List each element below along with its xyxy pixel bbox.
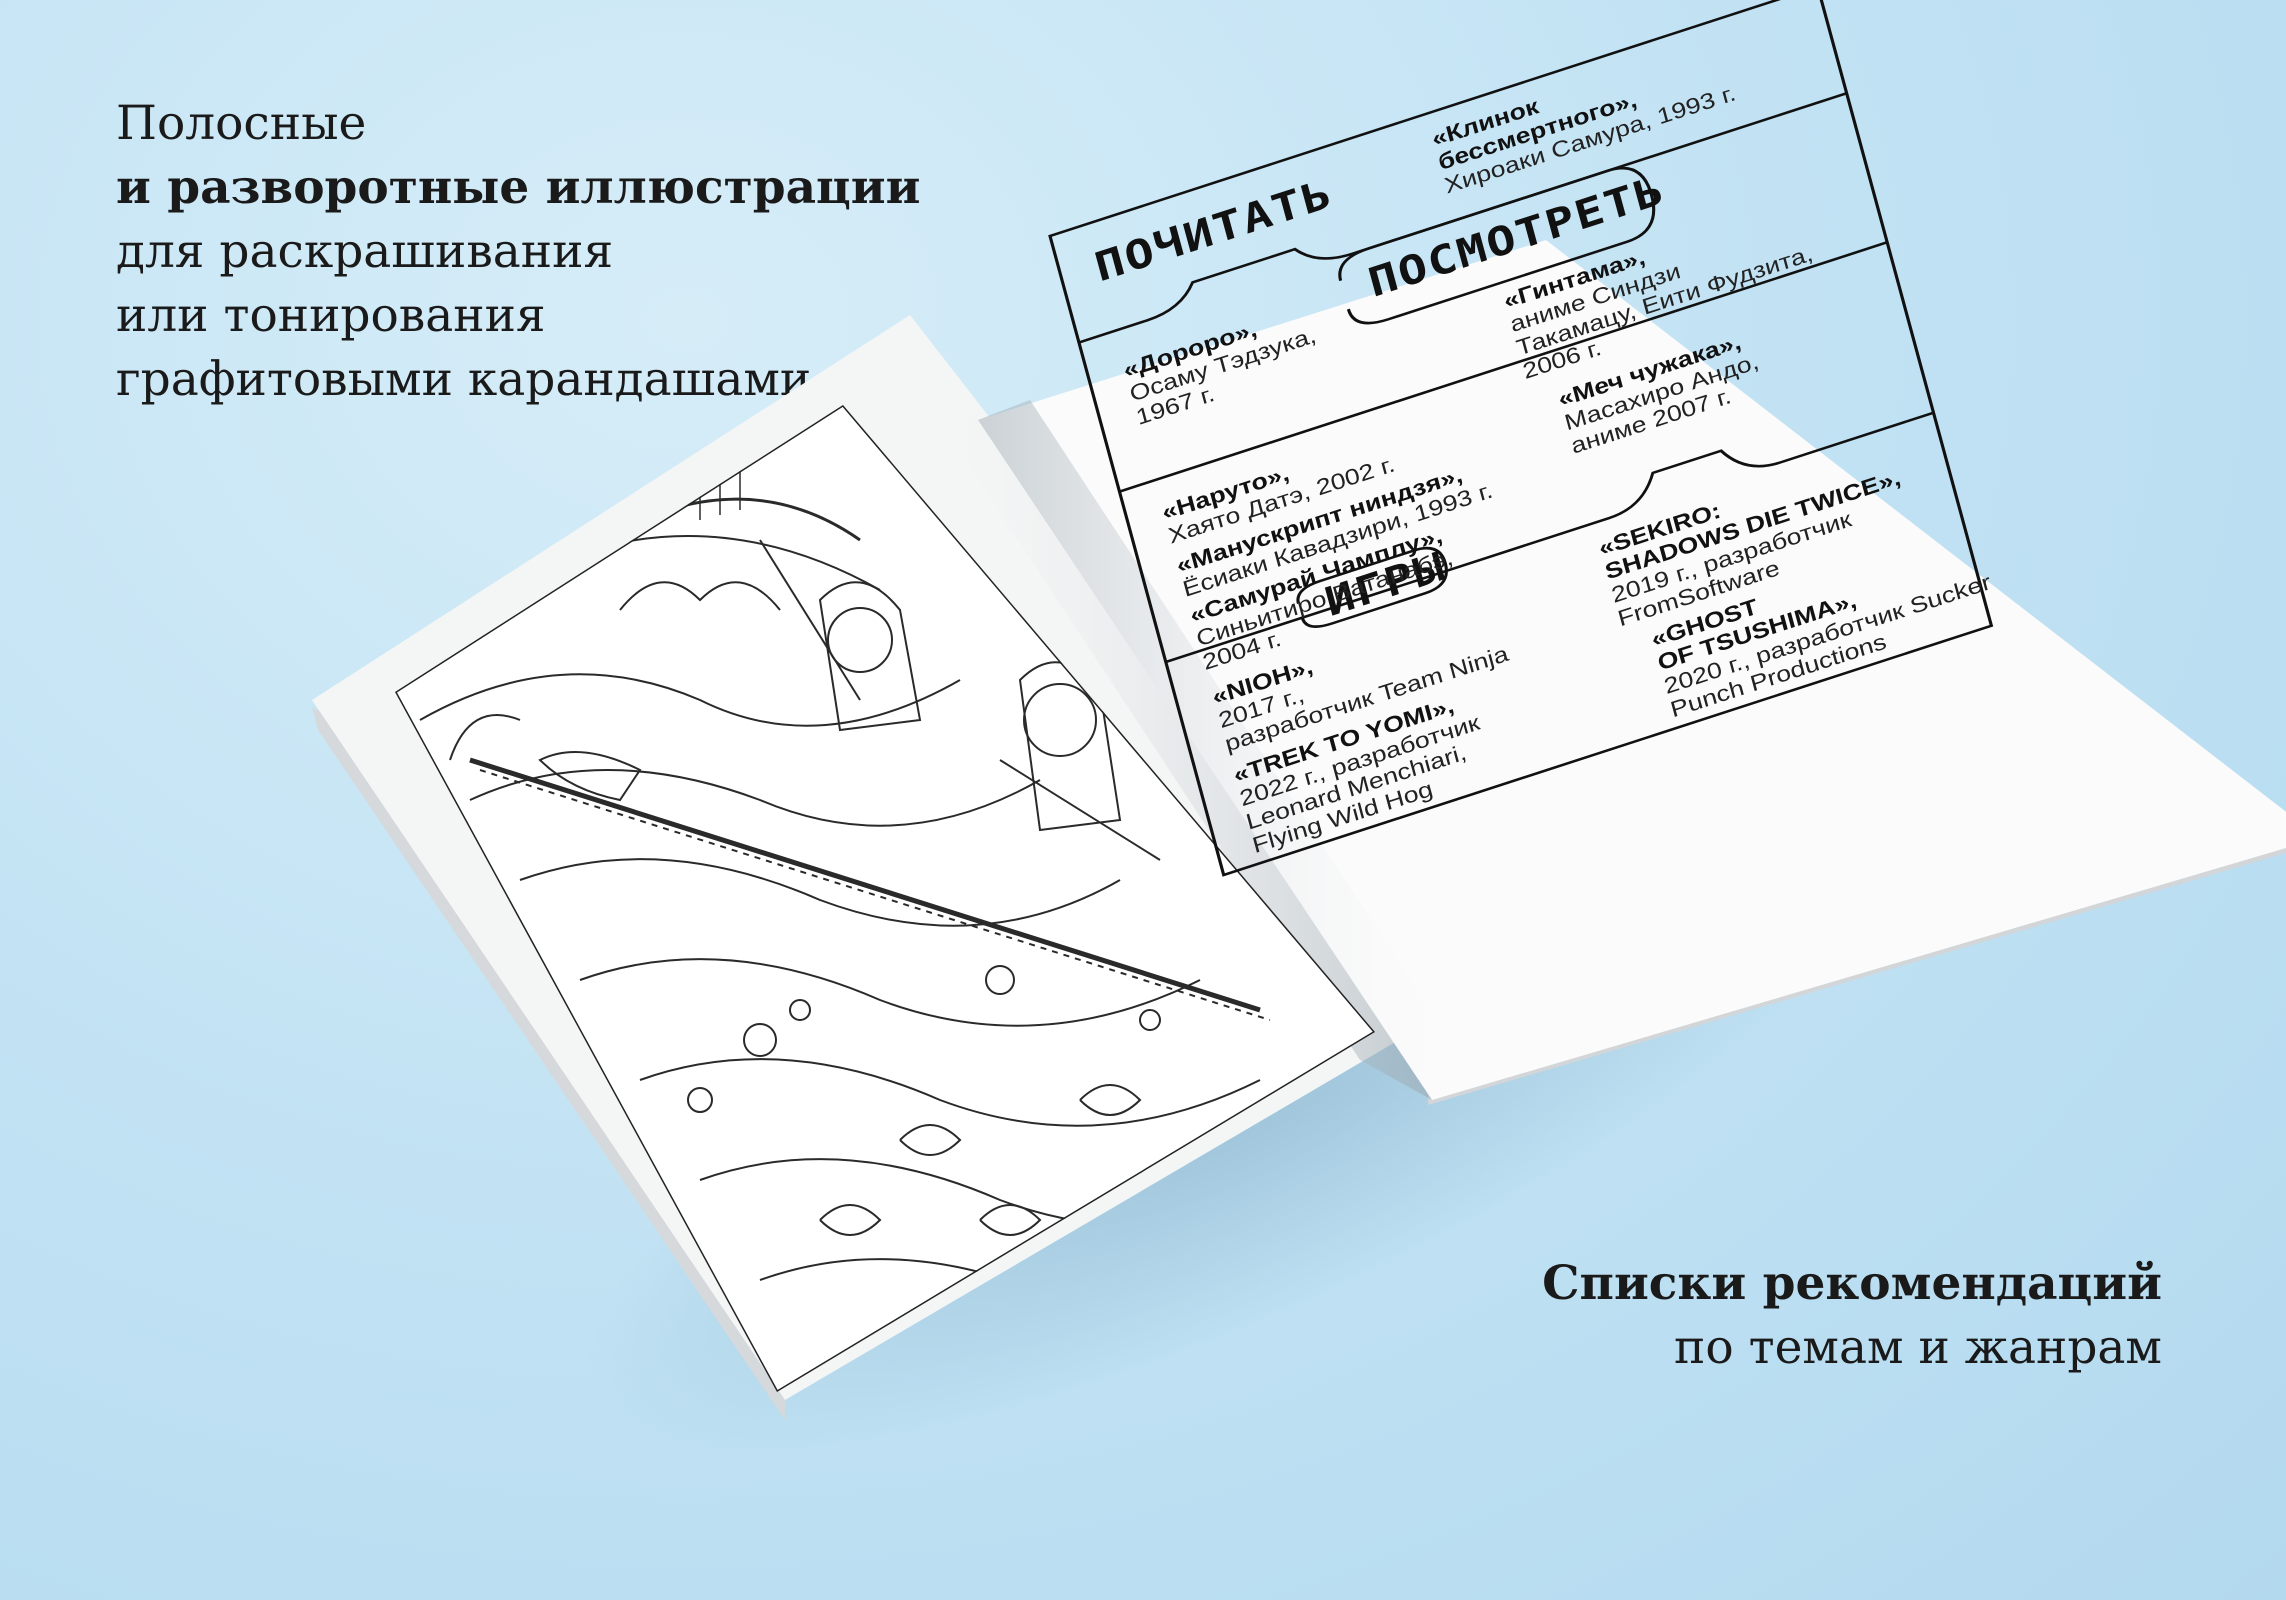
caption-line: по темам и жанрам bbox=[1674, 1320, 2162, 1375]
caption: Списки рекомендаций по темам и жанрам bbox=[1542, 1252, 2162, 1380]
list-item: «Дороро», Осаму Тэдзука, 1967 г. bbox=[1121, 300, 1325, 430]
headline: Полосные и разворотные иллюстрации для р… bbox=[116, 92, 921, 412]
headline-line: для раскрашивания bbox=[116, 224, 614, 279]
headline-line: графитовыми карандашами bbox=[116, 352, 812, 407]
caption-line-bold: Списки рекомендаций bbox=[1542, 1256, 2162, 1311]
headline-line-bold: и разворотные иллюстрации bbox=[116, 160, 921, 215]
gutter-shadow-right bbox=[978, 400, 1480, 1100]
recommendation-frames bbox=[1048, 0, 1994, 877]
headline-line: или тонирования bbox=[116, 288, 546, 343]
gutter-shadow-left bbox=[880, 330, 1432, 1100]
headline-line: Полосные bbox=[116, 96, 367, 151]
